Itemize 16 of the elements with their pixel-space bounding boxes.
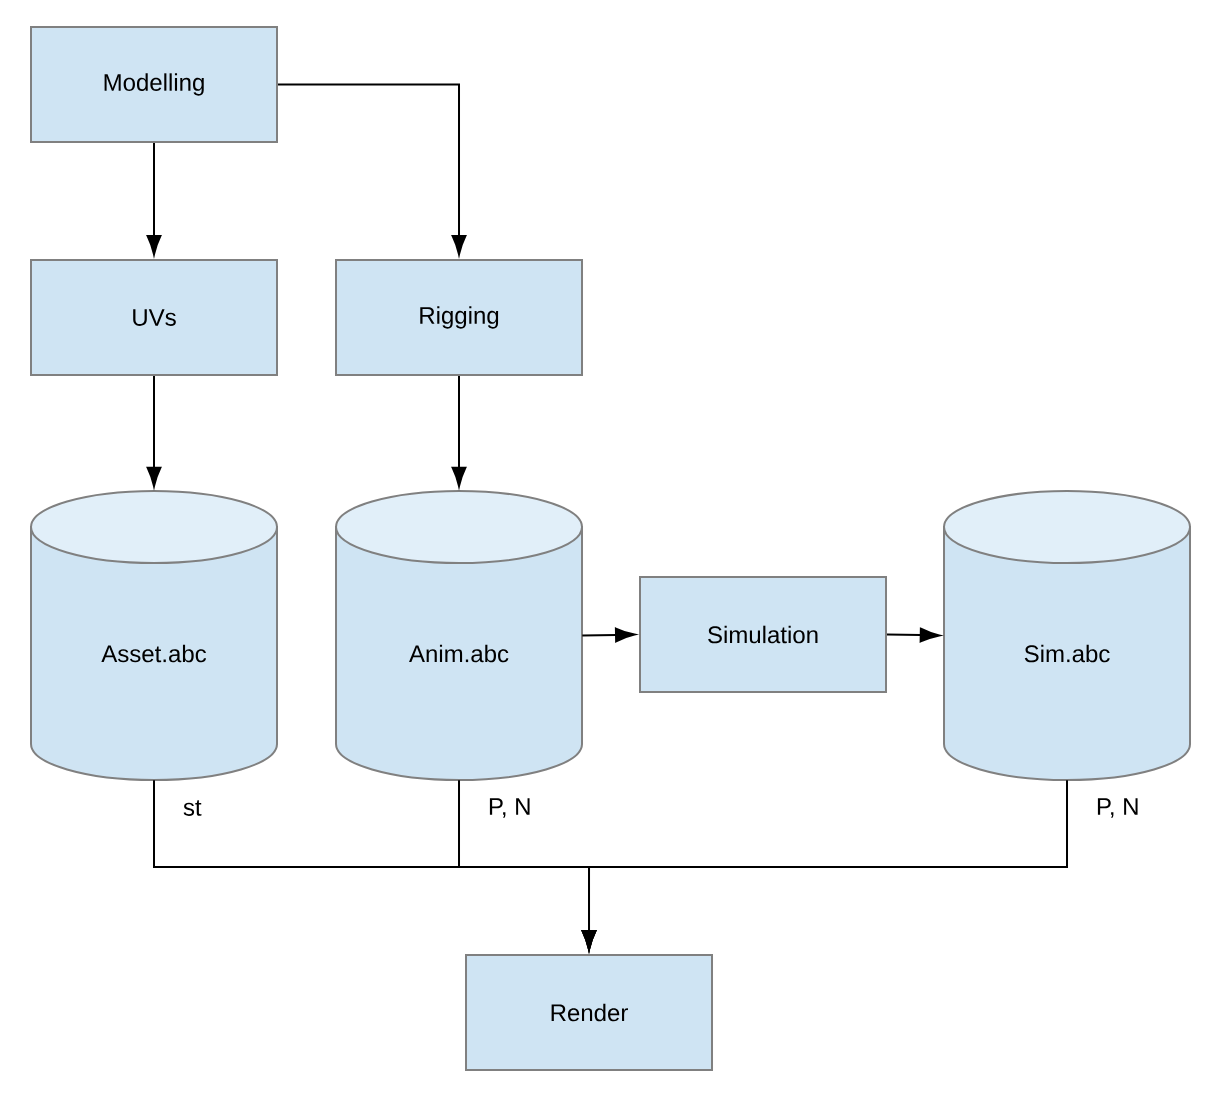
process-box: Rigging — [335, 259, 583, 376]
process-box: Modelling — [30, 26, 278, 143]
cylinder: Anim.abc — [335, 490, 583, 781]
cylinder: Asset.abc — [30, 490, 278, 781]
process-box: UVs — [30, 259, 278, 376]
arrow — [146, 375, 162, 488]
arrow — [451, 375, 467, 488]
edge-label: P, N — [485, 795, 535, 821]
cylinder: Sim.abc — [943, 490, 1191, 781]
process-box: Simulation — [639, 576, 887, 693]
edge-label: P, N — [1093, 795, 1143, 821]
arrow — [277, 83, 467, 256]
arrow — [581, 779, 1068, 951]
edge-label: st — [180, 797, 205, 819]
arrow — [146, 142, 162, 256]
process-box: Render — [465, 954, 713, 1071]
